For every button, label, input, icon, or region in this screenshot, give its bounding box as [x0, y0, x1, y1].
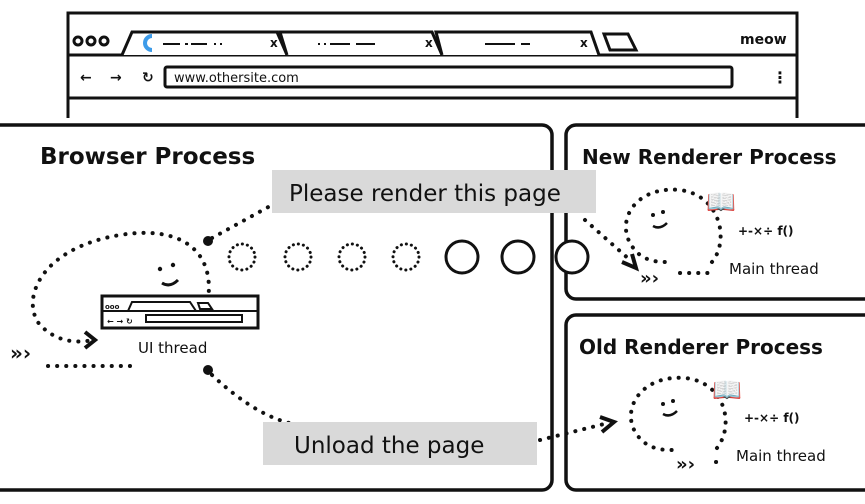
arrow-head-icon — [621, 253, 640, 272]
ipc-messages — [227, 239, 590, 275]
tab-close-icon[interactable]: x — [270, 36, 278, 50]
chevrons-icon: »› — [640, 268, 659, 289]
ui-thread-label: UI thread — [138, 339, 207, 357]
math-icon: +-×÷ f() — [744, 411, 800, 425]
face-icon — [157, 262, 180, 287]
book-icon: 📖 — [706, 188, 736, 216]
new-renderer-title: New Renderer Process — [582, 145, 837, 169]
connector-dot — [203, 365, 213, 375]
tab-3[interactable] — [434, 30, 601, 56]
browser-window: x x x meow ← → ↻ www.othersite.com ⋮ — [66, 11, 799, 118]
address-bar[interactable] — [163, 65, 734, 89]
new-tab-button[interactable] — [601, 32, 639, 52]
mini-browser-icon: ooo ← → ↻ — [100, 294, 260, 330]
book-icon: 📖 — [712, 376, 742, 404]
unload-message: Unload the page — [294, 433, 484, 459]
back-icon[interactable]: ← — [80, 70, 92, 86]
request-label-box — [272, 170, 596, 213]
tab-close-icon[interactable]: x — [425, 36, 433, 50]
math-icon: +-×÷ f() — [738, 224, 794, 238]
forward-icon[interactable]: → — [110, 70, 122, 86]
svg-text:ooo: ooo — [105, 303, 120, 311]
menu-icon[interactable]: ⋮ — [772, 68, 788, 87]
unload-label-box — [263, 422, 537, 465]
reload-icon[interactable]: ↻ — [142, 70, 154, 86]
url-text: www.othersite.com — [174, 71, 299, 86]
browser-process-box — [0, 123, 554, 492]
profile-label: meow — [740, 32, 787, 48]
svg-text:← → ↻: ← → ↻ — [107, 317, 133, 326]
dotted-line — [538, 421, 610, 442]
old-renderer-title: Old Renderer Process — [579, 335, 823, 359]
tab-close-icon[interactable]: x — [580, 36, 588, 50]
old-main-thread-label: Main thread — [736, 447, 826, 465]
request-message: Please render this page — [289, 181, 561, 207]
window-controls-icon[interactable] — [72, 35, 110, 47]
browser-process-title: Browser Process — [40, 144, 255, 170]
new-main-thread: 📖 +-×÷ f() »› — [623, 187, 794, 289]
chevrons-icon: »› — [10, 341, 31, 365]
arrow-head-icon — [599, 415, 618, 434]
ui-thread-loop — [30, 230, 211, 344]
dotted-line — [583, 218, 632, 262]
old-main-thread: 📖 +-×÷ f() »› — [628, 375, 800, 475]
chevrons-icon: »› — [676, 454, 695, 475]
new-main-thread-label: Main thread — [729, 260, 819, 278]
old-renderer-box — [564, 313, 865, 492]
loading-spinner-icon — [143, 34, 153, 52]
arrow-head-icon — [83, 330, 99, 350]
